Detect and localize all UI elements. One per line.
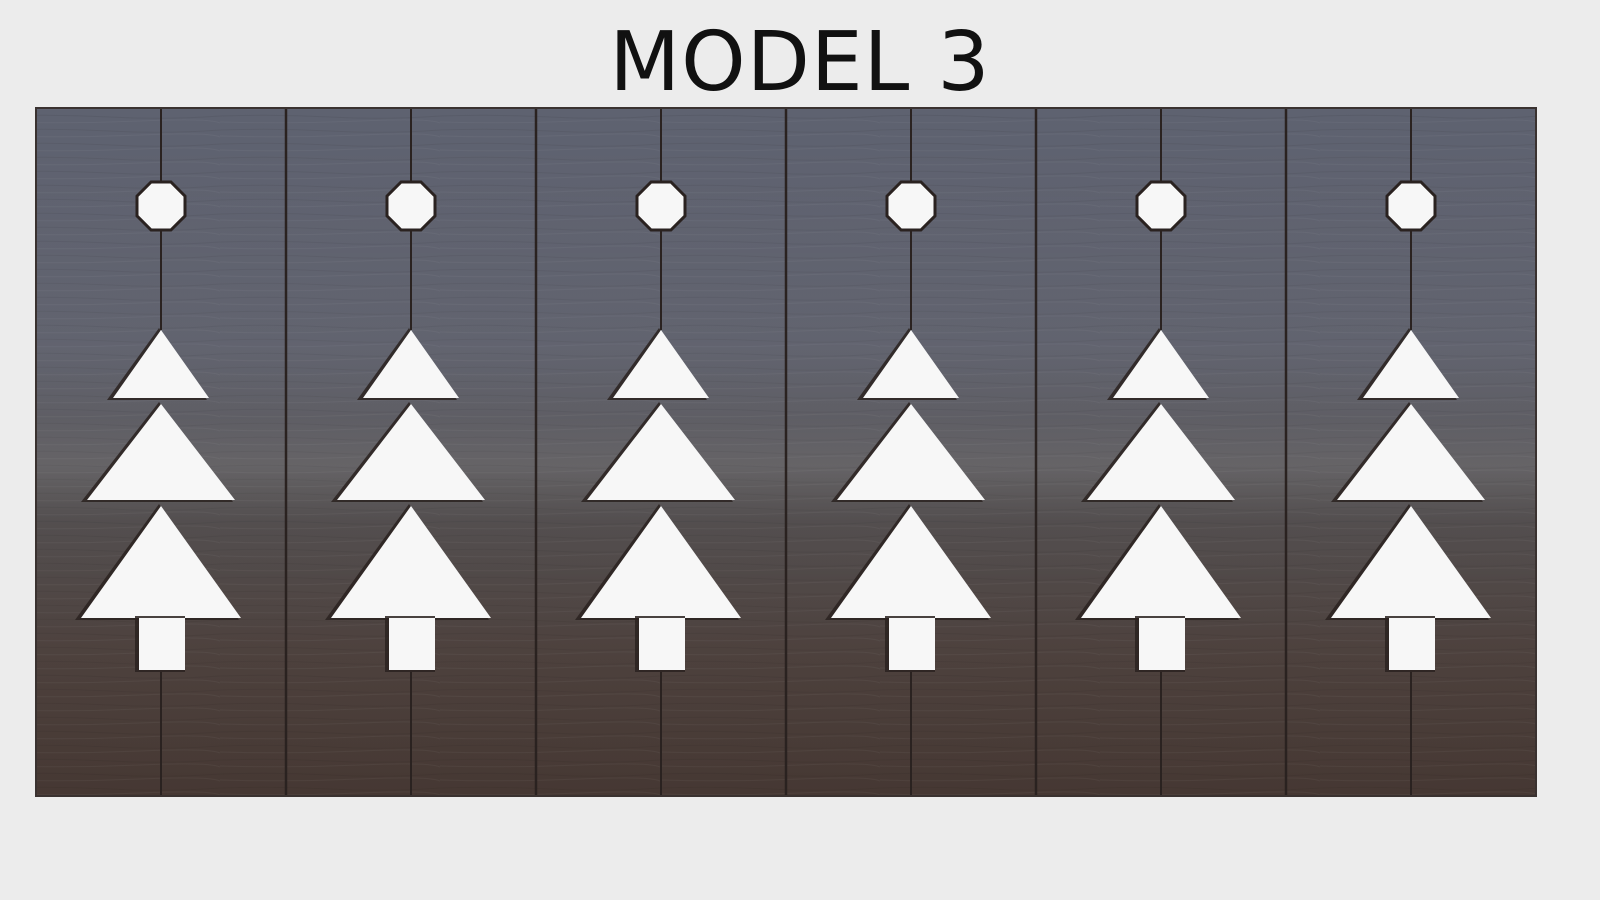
tree-tier-2 bbox=[837, 404, 985, 500]
tree-tier-1 bbox=[863, 330, 959, 398]
octagon-hole bbox=[635, 180, 687, 232]
tree-tier-2 bbox=[1087, 404, 1235, 500]
tree-trunk bbox=[139, 618, 185, 670]
board-edge bbox=[35, 107, 1537, 797]
tree-tier-3 bbox=[331, 506, 491, 618]
octagon-hole bbox=[885, 180, 937, 232]
tree-tier-1 bbox=[1113, 330, 1209, 398]
tree-tier-3 bbox=[81, 506, 241, 618]
tree-tier-3 bbox=[1331, 506, 1491, 618]
octagon-hole bbox=[1385, 180, 1437, 232]
fence-panels bbox=[35, 107, 1537, 797]
tree-tier-2 bbox=[1337, 404, 1485, 500]
tree-tier-1 bbox=[363, 330, 459, 398]
tree-trunk bbox=[639, 618, 685, 670]
tree-tier-2 bbox=[87, 404, 235, 500]
octagon-hole bbox=[1135, 180, 1187, 232]
tree-tier-1 bbox=[1363, 330, 1459, 398]
tree-tier-3 bbox=[581, 506, 741, 618]
tree-tier-1 bbox=[613, 330, 709, 398]
octagon-hole bbox=[135, 180, 187, 232]
tree-tier-2 bbox=[587, 404, 735, 500]
tree-trunk bbox=[1389, 618, 1435, 670]
tree-tier-1 bbox=[113, 330, 209, 398]
tree-tier-2 bbox=[337, 404, 485, 500]
octagon-hole bbox=[385, 180, 437, 232]
model-title: MODEL 3 bbox=[609, 15, 991, 110]
tree-tier-3 bbox=[831, 506, 991, 618]
tree-trunk bbox=[1139, 618, 1185, 670]
tree-trunk bbox=[389, 618, 435, 670]
tree-tier-3 bbox=[1081, 506, 1241, 618]
tree-trunk bbox=[889, 618, 935, 670]
